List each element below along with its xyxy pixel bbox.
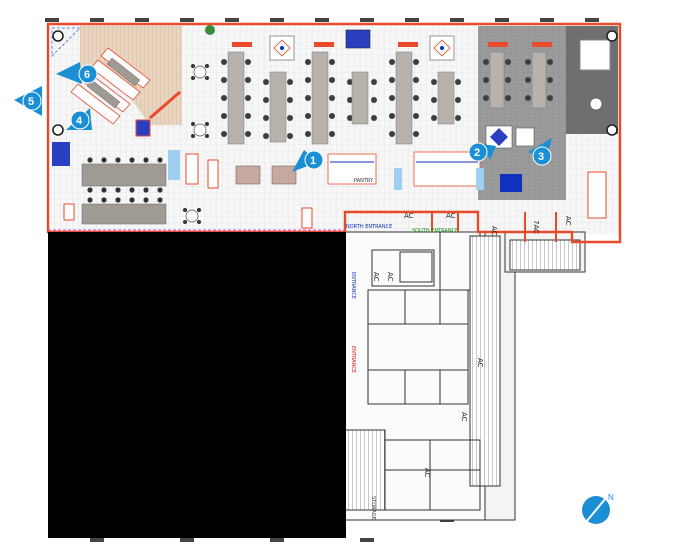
left-desk-rows <box>52 142 167 225</box>
entrance-red-label: ENTRANCE <box>350 346 356 373</box>
dashed-zone <box>51 27 81 57</box>
desk-clusters <box>221 42 553 145</box>
marker-label: 1 <box>310 155 316 167</box>
lower-wing <box>344 231 586 521</box>
entrance-labels: NORTH ENTRANCE SOUTH ENTRANCE ENTRANCE E… <box>346 178 458 520</box>
ac-label: 7AC <box>532 220 540 234</box>
marker-circle <box>468 142 488 162</box>
ac-label: AC <box>476 358 484 368</box>
lounge-features <box>168 39 611 229</box>
marker-label: 6 <box>84 69 90 81</box>
round-tables <box>185 65 603 223</box>
storage-label: STORAGE <box>370 496 376 520</box>
redacted-area <box>48 232 346 538</box>
ac-label: AC <box>446 212 456 220</box>
marker-5[interactable]: 5 <box>14 86 42 116</box>
ac-label: AC <box>460 412 468 422</box>
marker-pointer <box>56 62 82 84</box>
marker-2[interactable]: 2 <box>468 142 496 162</box>
ac-label: AC <box>372 272 380 282</box>
marker-circle <box>22 91 42 111</box>
ac-labels: AC AC AC 7AC AC AC AC AC AC AC <box>372 212 572 478</box>
ac-label: AC <box>404 212 414 220</box>
marker-1[interactable]: 1 <box>292 150 324 172</box>
marker-circle <box>532 146 552 166</box>
marker-circle <box>304 150 324 170</box>
marker-circle <box>70 110 90 130</box>
marker-label: 5 <box>28 96 34 108</box>
marker-4[interactable]: 4 <box>66 108 92 130</box>
marker-label: 4 <box>76 115 83 127</box>
south-entrance-label: SOUTH ENTRANCE <box>412 228 458 234</box>
marker-circle <box>78 64 98 84</box>
marker-label: 2 <box>474 147 480 159</box>
ac-label: AC <box>386 272 394 282</box>
marker-6[interactable]: 6 <box>56 62 98 84</box>
structural-columns <box>52 30 618 136</box>
ac-label: AC <box>423 468 431 478</box>
ac-label: AC <box>490 226 498 236</box>
north-entrance-label: NORTH ENTRANCE <box>346 224 392 230</box>
meeting-tables <box>205 25 535 149</box>
north-arrow-icon: N <box>582 493 614 524</box>
pantry-label: PANTRY <box>354 178 374 184</box>
ac-label: AC <box>564 216 572 226</box>
marker-label: 3 <box>538 151 544 163</box>
marker-3[interactable]: 3 <box>528 138 552 166</box>
entrance-blue-label: ENTRANCE <box>350 272 356 299</box>
compass-label: N <box>608 493 614 502</box>
perimeter-columns <box>45 18 599 542</box>
